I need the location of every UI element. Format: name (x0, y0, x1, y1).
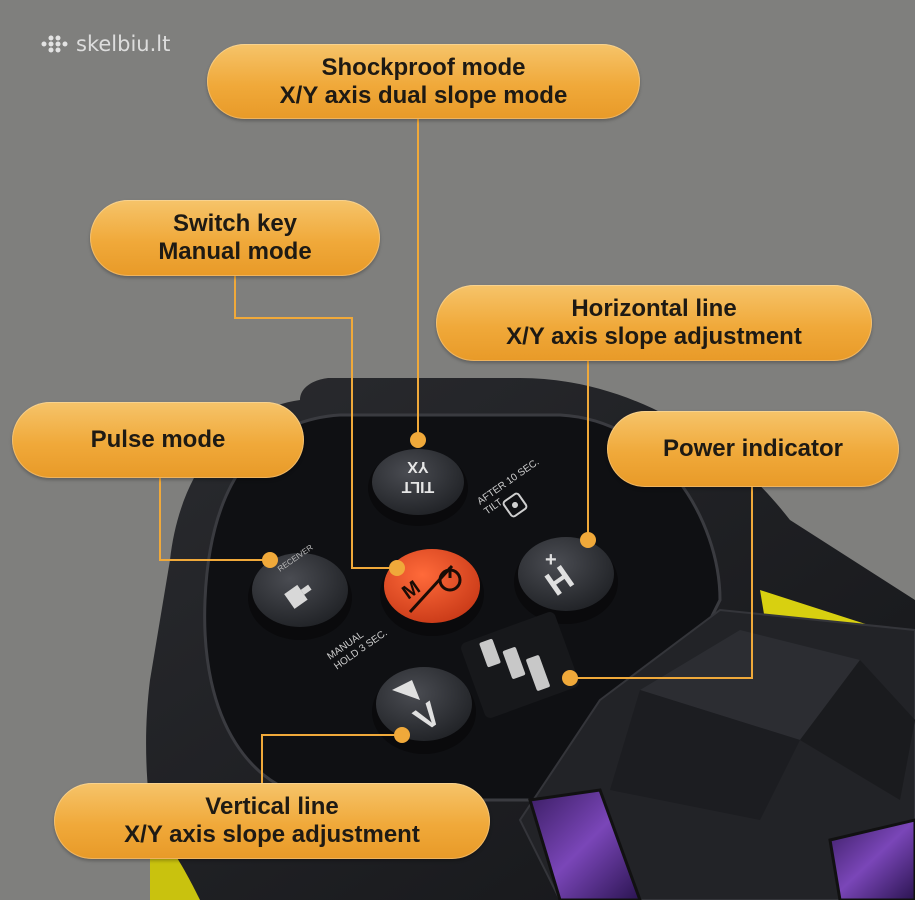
button-divider (408, 564, 454, 614)
callout-shockproof-line1: Shockproof mode (321, 53, 526, 81)
dot-shockproof (410, 432, 426, 448)
leader-dots (262, 432, 596, 743)
laser-window-right (828, 818, 915, 900)
callout-shockproof-mode: Shockproof mode X/Y axis dual slope mode (207, 44, 640, 119)
leader-pulse (159, 478, 270, 561)
leader-lines (159, 118, 753, 785)
callout-horizontal-line: Horizontal line X/Y axis slope adjustmen… (436, 285, 872, 361)
watermark-text: skelbiu.lt (76, 32, 171, 56)
tilt-button[interactable]: TILT YX (368, 449, 468, 526)
dot-switch-key (389, 560, 405, 576)
dots-logo-icon (41, 35, 68, 53)
dot-horizontal (580, 532, 596, 548)
power-icon (438, 567, 462, 592)
vertical-line-button[interactable]: V (372, 667, 476, 754)
callout-power-line1: Power indicator (662, 435, 844, 462)
power-bar-2 (502, 647, 526, 679)
mode-power-button[interactable]: M (380, 549, 484, 636)
callout-vertical-line1: Vertical line (205, 793, 339, 820)
power-bar-3 (526, 655, 550, 691)
callout-vertical-line: Vertical line X/Y axis slope adjustment (54, 783, 490, 859)
power-bar-1 (479, 638, 501, 668)
lens-housing-facet-2 (800, 660, 915, 800)
callout-power-indicator: Power indicator (607, 411, 899, 487)
receiver-icon (284, 584, 312, 609)
callout-vertical-line2: X/Y axis slope adjustment (124, 821, 420, 848)
callout-switch-key-line1: Switch key (172, 210, 298, 237)
callout-shockproof-line2: X/Y axis dual slope mode (279, 81, 568, 109)
dot-pulse (262, 552, 278, 568)
lens-housing-facet-3 (610, 690, 800, 820)
callout-switch-key-line2: Manual mode (158, 238, 312, 265)
callout-pulse-line1: Pulse mode (90, 426, 226, 453)
watermark: skelbiu.lt (40, 32, 170, 56)
v-arrow-icon (392, 680, 420, 700)
tilt-button-axis: YX (407, 458, 429, 475)
callout-switch-key: Switch key Manual mode (90, 200, 380, 276)
receiver-button[interactable]: RECEIVER (248, 543, 352, 640)
leader-power (570, 487, 753, 679)
plus-icon: + (545, 549, 557, 571)
leader-switch-key (234, 275, 397, 569)
power-indicator-display (461, 612, 579, 718)
horizontal-line-button[interactable]: H + (514, 537, 618, 624)
dot-vertical (394, 727, 410, 743)
leader-vertical (261, 734, 402, 785)
laser-window-left (528, 788, 642, 900)
lens-housing-facet-1 (640, 630, 860, 740)
tilt-button-label: TILT (401, 478, 434, 495)
dot-power (562, 670, 578, 686)
callout-horizontal-line1: Horizontal line (571, 295, 737, 322)
tilt-indicator-icon (502, 492, 528, 518)
callout-pulse-mode: Pulse mode (12, 402, 304, 478)
callout-horizontal-line2: X/Y axis slope adjustment (506, 323, 802, 350)
